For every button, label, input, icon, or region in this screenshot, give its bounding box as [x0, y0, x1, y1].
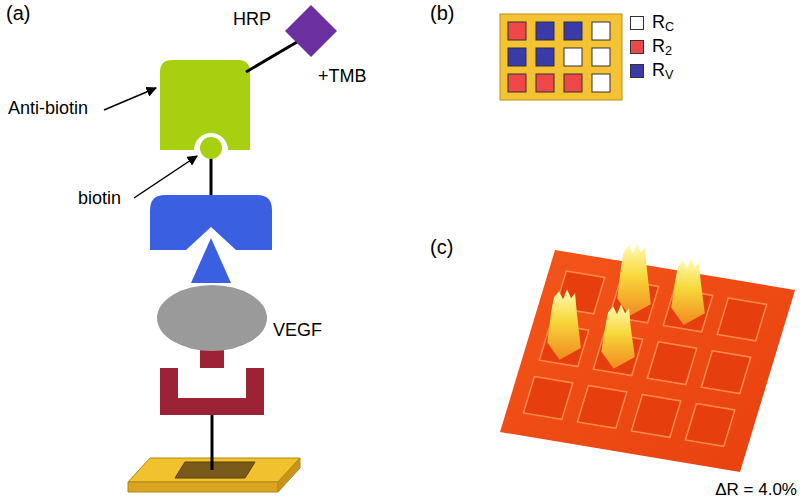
sensor-well [631, 395, 680, 438]
sensor-well [647, 342, 696, 385]
sensor-well [523, 377, 572, 420]
biotin-linker [210, 158, 213, 195]
legend-item: RC [630, 12, 690, 36]
legend-swatch [630, 40, 644, 54]
ellipse-outline [157, 285, 267, 351]
reagent-label: +TMB [318, 66, 367, 87]
leader-arrow [104, 88, 156, 110]
part-label: biotin [78, 188, 121, 209]
protein-ellipse: VEGF [157, 285, 267, 351]
anti-biotin-shape [160, 60, 250, 150]
capture-receptor [160, 344, 264, 415]
legend-item: R2 [630, 36, 690, 60]
sensor-chip [500, 14, 622, 100]
sensor-well [577, 386, 626, 429]
gold-substrate [128, 458, 300, 492]
detection-antibody [150, 195, 272, 283]
legend-item: RV [630, 60, 690, 84]
sensor-well [701, 351, 750, 394]
reflectance-image [500, 243, 795, 472]
sensor-well [685, 404, 734, 447]
node-label: HRP [233, 9, 271, 30]
signal-peak [671, 258, 705, 325]
node-label: VEGF [273, 320, 322, 341]
signal-peak [601, 304, 635, 369]
legend: RC R2RV [630, 12, 690, 84]
biotin-dot [200, 137, 222, 159]
hrp-linker [246, 42, 297, 72]
signal-peak [617, 243, 651, 316]
sensor-well [717, 298, 766, 341]
part-label: Anti-biotin [8, 98, 88, 119]
signal-peak [547, 289, 581, 360]
legend-text: RV [652, 60, 673, 81]
panel-letter: (a) [6, 2, 30, 25]
leader-arrow [134, 156, 197, 198]
scale-note: ΔR = 4.0% [715, 480, 797, 500]
legend-text: RC [652, 12, 674, 33]
legend-swatch [630, 16, 644, 30]
panel-letter: (c) [430, 236, 453, 259]
panel-letter: (b) [430, 2, 454, 25]
diamond-outline [285, 5, 337, 57]
enzyme-diamond: HRP [285, 5, 337, 57]
linker-line [211, 413, 214, 470]
legend-swatch [630, 64, 644, 78]
legend-text: R2 [652, 36, 672, 57]
